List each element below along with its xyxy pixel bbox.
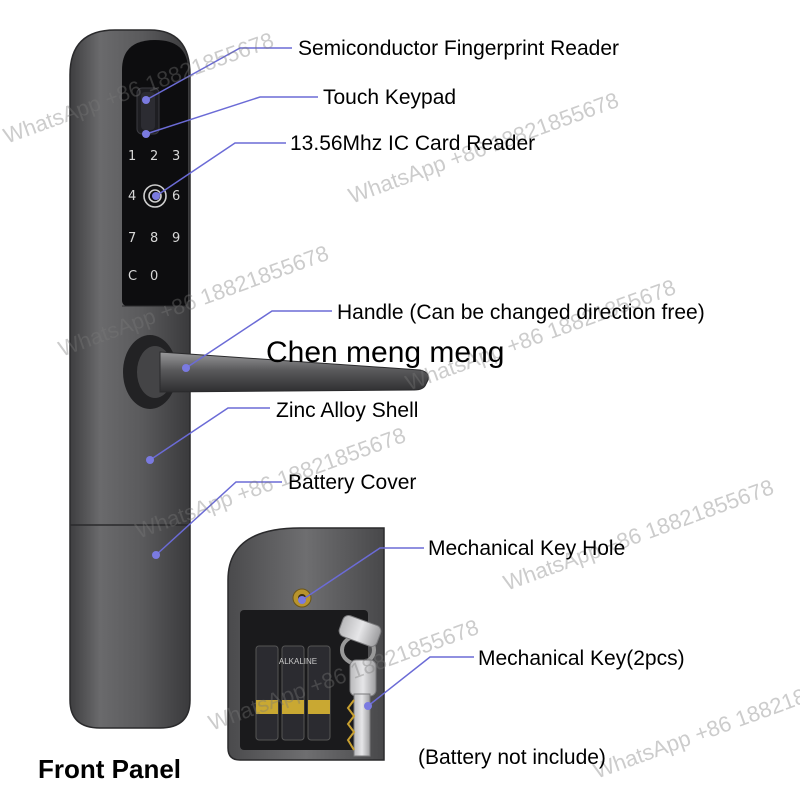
overlay-name: Chen meng meng xyxy=(266,336,505,369)
key-label: 1 xyxy=(128,149,136,164)
key-label: 4 xyxy=(128,189,136,204)
battery-box: ALKALINE xyxy=(227,527,385,761)
key-label: 3 xyxy=(172,149,180,164)
key-label: C xyxy=(128,269,137,284)
key-label: 6 xyxy=(172,189,180,204)
glass-panel xyxy=(122,40,188,306)
leader-lines xyxy=(145,47,474,707)
key-label: 2 xyxy=(150,149,158,164)
mechanical-key xyxy=(338,615,382,757)
leader-dots xyxy=(142,96,372,710)
battery xyxy=(307,645,331,741)
label-front-panel: Front Panel xyxy=(38,754,182,784)
key-label: 7 xyxy=(128,231,136,246)
label-battery-cover: Battery Cover xyxy=(288,471,417,494)
keypad: 1 2 3 4 6 7 8 9 C 0 xyxy=(128,149,180,284)
label-zinc-alloy-shell: Zinc Alloy Shell xyxy=(276,399,419,422)
battery xyxy=(255,645,279,741)
key-label: 9 xyxy=(172,231,180,246)
label-mechanical-key: Mechanical Key(2pcs) xyxy=(478,647,685,670)
label-mechanical-key-hole: Mechanical Key Hole xyxy=(428,537,626,560)
label-touch-keypad: Touch Keypad xyxy=(323,86,457,109)
handle xyxy=(123,335,429,409)
label-fingerprint-reader: Semiconductor Fingerprint Reader xyxy=(298,37,619,60)
key-label: 8 xyxy=(150,231,158,246)
battery-label: ALKALINE xyxy=(279,657,317,666)
key-label: 0 xyxy=(150,269,158,284)
battery xyxy=(281,645,305,741)
label-battery-note: (Battery not include) xyxy=(418,746,606,769)
label-card-reader: 13.56Mhz IC Card Reader xyxy=(290,132,536,155)
label-handle: Handle (Can be changed direction free) xyxy=(337,301,705,324)
